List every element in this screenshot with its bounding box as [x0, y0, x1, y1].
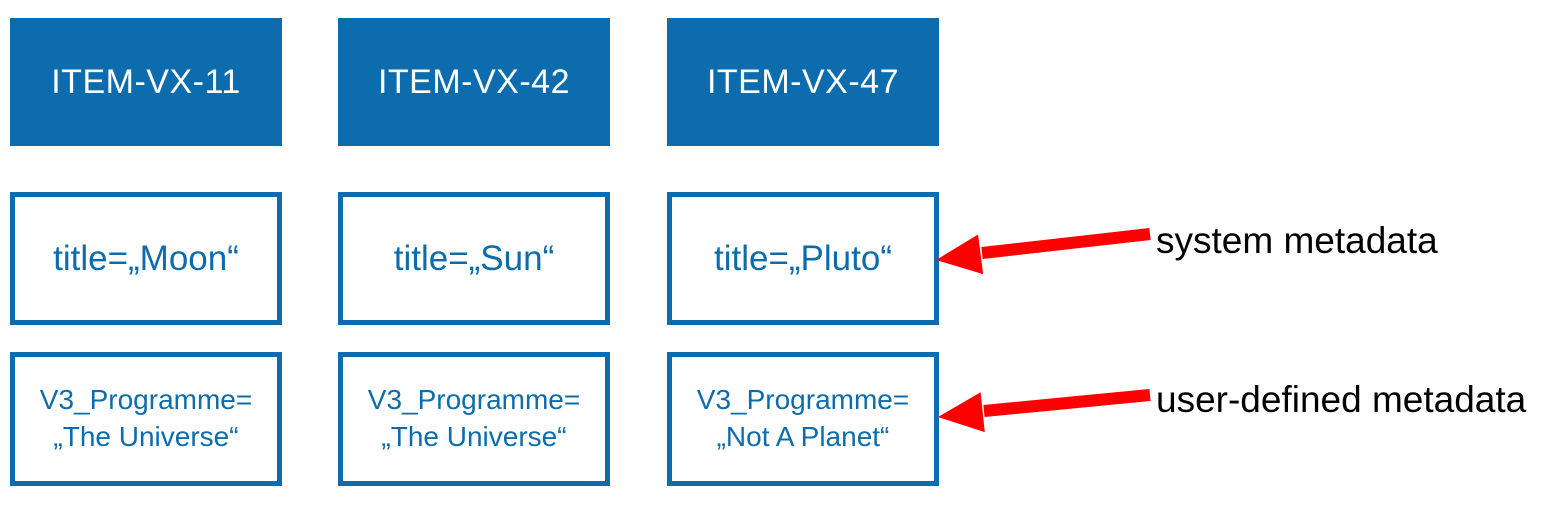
user-metadata-key: V3_Programme=: [367, 384, 581, 416]
user-metadata-key: V3_Programme=: [39, 384, 253, 416]
user-metadata-label: user-defined metadata: [1156, 379, 1527, 420]
system-metadata-box: title=„Sun“: [338, 192, 610, 325]
item-id-label: ITEM-VX-47: [706, 62, 900, 101]
item-id-box: ITEM-VX-47: [667, 18, 939, 146]
user-metadata-box: V3_Programme= „The Universe“: [10, 352, 282, 486]
user-metadata-box: V3_Programme= „Not A Planet“: [667, 352, 939, 486]
user-metadata-value: „Not A Planet“: [716, 421, 890, 452]
system-metadata-arrow-icon: [936, 228, 1151, 275]
item-column-vx-11: ITEM-VX-11 title=„Moon“ V3_Programme= „T…: [10, 0, 282, 528]
item-id-box: ITEM-VX-11: [10, 18, 282, 146]
user-metadata-arrow-icon: [938, 389, 1151, 433]
item-id-box: ITEM-VX-42: [338, 18, 610, 146]
item-column-vx-42: ITEM-VX-42 title=„Sun“ V3_Programme= „Th…: [338, 0, 610, 528]
item-id-label: ITEM-VX-11: [51, 62, 241, 101]
system-metadata-value: title=„Sun“: [393, 238, 555, 278]
system-metadata-label: system metadata: [1156, 220, 1438, 261]
system-metadata-value: title=„Moon“: [53, 238, 239, 278]
user-metadata-box: V3_Programme= „The Universe“: [338, 352, 610, 486]
item-id-label: ITEM-VX-42: [377, 62, 571, 101]
system-metadata-value: title=„Pluto“: [714, 238, 892, 278]
user-metadata-value: „The Universe“: [381, 421, 567, 452]
user-metadata-key: V3_Programme=: [696, 384, 910, 416]
system-metadata-box: title=„Moon“: [10, 192, 282, 325]
item-column-vx-47: ITEM-VX-47 title=„Pluto“ V3_Programme= „…: [667, 0, 939, 528]
user-metadata-value: „The Universe“: [53, 421, 239, 452]
system-metadata-box: title=„Pluto“: [667, 192, 939, 325]
